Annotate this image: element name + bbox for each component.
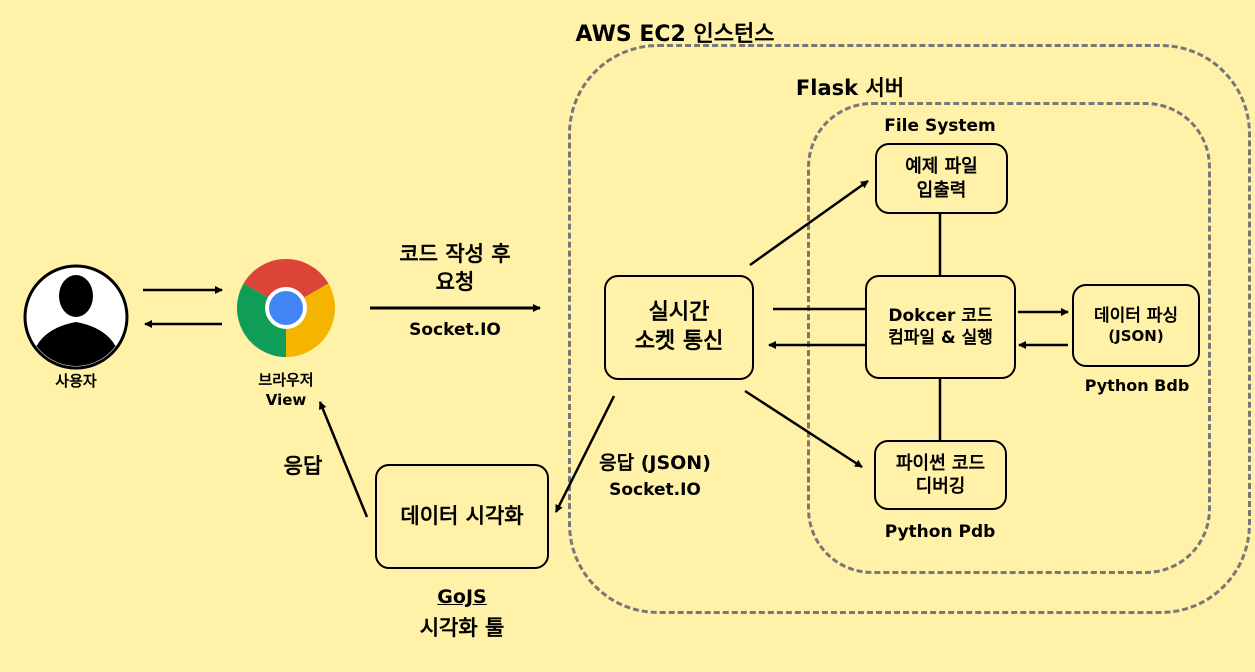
example-io-line2: 입출력 bbox=[916, 179, 967, 201]
parse-line1: 데이터 파싱 bbox=[1093, 305, 1179, 326]
arrow-to-debug bbox=[744, 389, 863, 469]
data-visualization-node: 데이터 시각화 bbox=[375, 464, 549, 569]
data-parse-node: 데이터 파싱 (JSON) bbox=[1072, 284, 1200, 367]
response-json-label: 응답 (JSON) bbox=[599, 452, 711, 474]
request-label-line2: 요청 bbox=[435, 270, 475, 294]
compile-line1: Dokcer 코드 bbox=[888, 305, 993, 326]
gojs-sub-caption: 시각화 툴 bbox=[419, 616, 505, 640]
gojs-caption: GoJS bbox=[437, 586, 487, 608]
flask-title: Flask 서버 bbox=[795, 76, 905, 100]
user-label: 사용자 bbox=[55, 372, 97, 390]
request-label-line1: 코드 작성 후 bbox=[399, 242, 511, 266]
docker-compile-node: Dokcer 코드 컴파일 & 실행 bbox=[865, 275, 1016, 379]
response-left-label: 응답 bbox=[283, 454, 323, 478]
browser-label-line1: 브라우저 bbox=[258, 371, 314, 389]
python-bdb-caption: Python Bdb bbox=[1084, 376, 1190, 395]
debug-line1: 파이썬 코드 bbox=[895, 452, 986, 474]
flask-region bbox=[807, 102, 1211, 574]
example-io-node: 예제 파일 입출력 bbox=[875, 143, 1008, 214]
arrow-response-json bbox=[554, 395, 616, 513]
realtime-line1: 실시간 bbox=[648, 299, 710, 325]
python-debug-node: 파이썬 코드 디버깅 bbox=[874, 440, 1007, 510]
aws-ec2-title: AWS EC2 인스턴스 bbox=[575, 22, 775, 47]
request-label: 코드 작성 후 요청 bbox=[370, 240, 540, 296]
visualize-line1: 데이터 시각화 bbox=[400, 503, 524, 528]
realtime-line2: 소켓 통신 bbox=[634, 328, 724, 354]
python-pdb-caption: Python Pdb bbox=[884, 522, 996, 542]
file-system-title: File System bbox=[884, 116, 996, 136]
response-json-protocol: Socket.IO bbox=[609, 480, 701, 500]
compile-line2: 컴파일 & 실행 bbox=[888, 328, 993, 348]
arrow-response-to-browser bbox=[318, 401, 369, 518]
debug-line2: 디버깅 bbox=[915, 476, 966, 497]
arrow-to-example-io bbox=[749, 179, 869, 267]
user-silhouette-icon bbox=[23, 264, 129, 370]
parse-line2: (JSON) bbox=[1108, 326, 1164, 345]
example-io-line1: 예제 파일 bbox=[905, 156, 978, 178]
request-protocol: Socket.IO bbox=[409, 320, 501, 340]
browser-label: 브라우저 View bbox=[236, 370, 336, 410]
chrome-browser-icon bbox=[237, 259, 335, 357]
aws-ec2-region bbox=[568, 44, 1251, 614]
realtime-socket-node: 실시간 소켓 통신 bbox=[604, 275, 754, 380]
browser-label-line2: View bbox=[265, 391, 307, 409]
